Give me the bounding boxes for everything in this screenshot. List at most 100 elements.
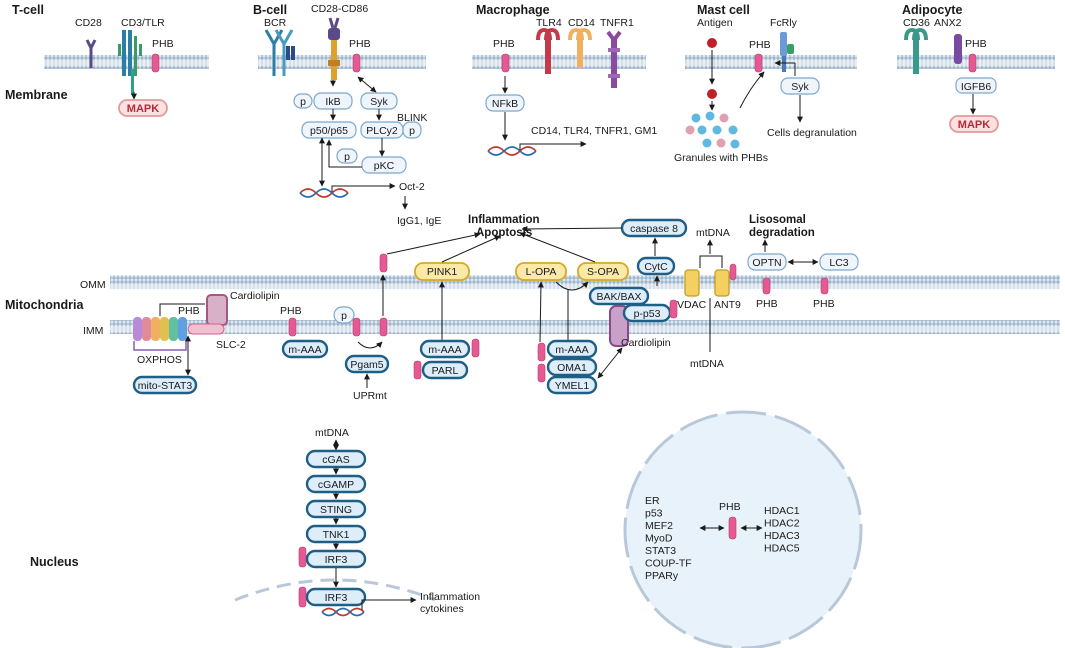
parl-node (421, 360, 469, 380)
tcell-phb-label: PHB (152, 38, 174, 50)
bcell-dna-icon (299, 188, 349, 198)
macro-tnfr1-label: TNFR1 (600, 17, 634, 29)
macrophage-membrane (472, 55, 646, 69)
cgamp-label: cGAMP (318, 479, 354, 491)
nucleus-right-item-1: HDAC2 (764, 518, 800, 530)
nucleus-left-item-5: COUP-TF (645, 558, 692, 570)
bcell-pkc-label: pKC (374, 160, 395, 172)
mito-phb-icon-3 (379, 317, 388, 337)
section-mast-cell: Mast cell (697, 3, 750, 17)
bcell-membrane (258, 55, 426, 69)
nucleus-phb-icon-2 (298, 586, 307, 608)
adipo-mapk-box (949, 115, 999, 133)
bakbax-node (588, 286, 650, 306)
cgas-node (305, 449, 367, 469)
section-mitochondria: Mitochondria (5, 298, 85, 312)
section-macrophage: Macrophage (476, 3, 550, 17)
cd36-receptor-icon (904, 27, 928, 74)
mito-stat3-node (132, 375, 198, 395)
nucleus-infl-label-2: cytokines (420, 603, 464, 615)
mast-syk-node (780, 77, 820, 95)
bcell-ikb-label: IkB (325, 96, 340, 108)
fcrly-receptor-icon (780, 32, 794, 72)
pgam5-label: Pgam5 (350, 359, 383, 371)
nucleus-dna-icon (321, 607, 365, 617)
adipo-igfb6-label: IGFB6 (961, 81, 992, 93)
oma1-label: OMA1 (557, 362, 587, 374)
sopa-node (577, 262, 629, 281)
bcell-p50p65-label: p50/p65 (310, 125, 348, 137)
sopa-label: S-OPA (587, 266, 619, 278)
cytc-node (636, 256, 676, 276)
maaa-node-2 (419, 339, 471, 359)
cytc-label: CytC (644, 261, 668, 273)
tcell-cd3tlr-label: CD3/TLR (121, 17, 165, 29)
maaa-label-2: m-AAA (428, 344, 461, 356)
mito-phb-icon-5 (471, 338, 480, 358)
bcell-syk-label: Syk (370, 96, 388, 108)
tcell-cd3-tlr-receptor-icon (118, 30, 142, 95)
inflammation-label: Inflammation (468, 214, 540, 226)
optn-node (747, 253, 787, 271)
nucleus-left-item-2: MEF2 (645, 520, 673, 532)
bcell-p-label-3: p (344, 151, 350, 163)
bcr-receptor-icon (264, 29, 295, 76)
cardiolipin-label: Cardiolipin (230, 290, 280, 302)
ant9-icon (714, 269, 730, 297)
irf3-label: IRF3 (325, 554, 348, 566)
mito-phb-icon-4 (379, 253, 388, 273)
bcell-p-label-1: p (300, 96, 306, 108)
ymel1-node (546, 375, 598, 395)
nucleus-right-item-2: HDAC3 (764, 530, 800, 542)
tcell-phb-icon (151, 53, 160, 73)
tnk1-node (305, 524, 367, 544)
bcell-p50p65-node (301, 121, 357, 139)
bcell-p-node-1 (293, 93, 313, 109)
oxphos-complex-icon (133, 317, 187, 341)
maaa-node-3 (546, 339, 598, 359)
maaa-label-3: m-AAA (555, 344, 588, 356)
caspase8-label: caspase 8 (630, 223, 678, 235)
macro-tlr4-label: TLR4 (536, 17, 562, 29)
bcell-oct2-label: Oct-2 (399, 181, 425, 193)
mtdna-bottom-label: mtDNA (690, 358, 724, 370)
mast-granules-label: Granules with PHBs (674, 152, 768, 164)
section-membrane: Membrane (5, 88, 68, 102)
pp53-label: p-p53 (634, 308, 661, 320)
cardiolipin-icon (206, 294, 228, 326)
pink1-node (414, 262, 470, 281)
irf3-node (305, 549, 367, 569)
tcell-mapk-box (118, 99, 168, 117)
mito-phb-icon-6 (413, 360, 422, 380)
mast-degran-label: Cells degranulation (767, 127, 857, 139)
ant9-label: ANT9 (714, 299, 741, 311)
bcell-blink-label: BLINK (397, 112, 427, 124)
adipo-anx2-label: ANX2 (934, 17, 962, 29)
mast-phb-label: PHB (749, 39, 771, 51)
mast-syk-label: Syk (791, 81, 809, 93)
bcell-p-node-2 (402, 121, 422, 139)
nucleus-right-item-0: HDAC1 (764, 505, 800, 517)
mast-antigen-icon-2 (707, 89, 717, 99)
mastcell-membrane (685, 55, 857, 69)
macro-nfkb-label: NFkB (492, 98, 518, 110)
sting-node (305, 499, 367, 519)
oxphos-label: OXPHOS (137, 354, 182, 366)
cgas-label: cGAS (322, 454, 349, 466)
bcell-phb-label: PHB (349, 38, 371, 50)
mito-phb-icon-8 (537, 363, 546, 383)
tnk1-label: TNK1 (323, 529, 350, 541)
omm-label: OMM (80, 279, 106, 291)
mtdna-top-label: mtDNA (696, 227, 730, 239)
nucleus-left-item-1: p53 (645, 508, 663, 520)
mito-stat3-label: mito-STAT3 (138, 380, 193, 392)
bcell-bcr-label: BCR (264, 17, 287, 29)
bcell-plcy2-label: PLCy2 (366, 125, 398, 137)
bakbax-label: BAK/BAX (597, 291, 642, 303)
mito-phb-label-2: PHB (280, 305, 302, 317)
cardiolipin-label-2: Cardiolipin (621, 337, 671, 349)
nucleus-mtdna-label: mtDNA (315, 427, 349, 439)
tlr4-receptor-icon (536, 27, 560, 74)
